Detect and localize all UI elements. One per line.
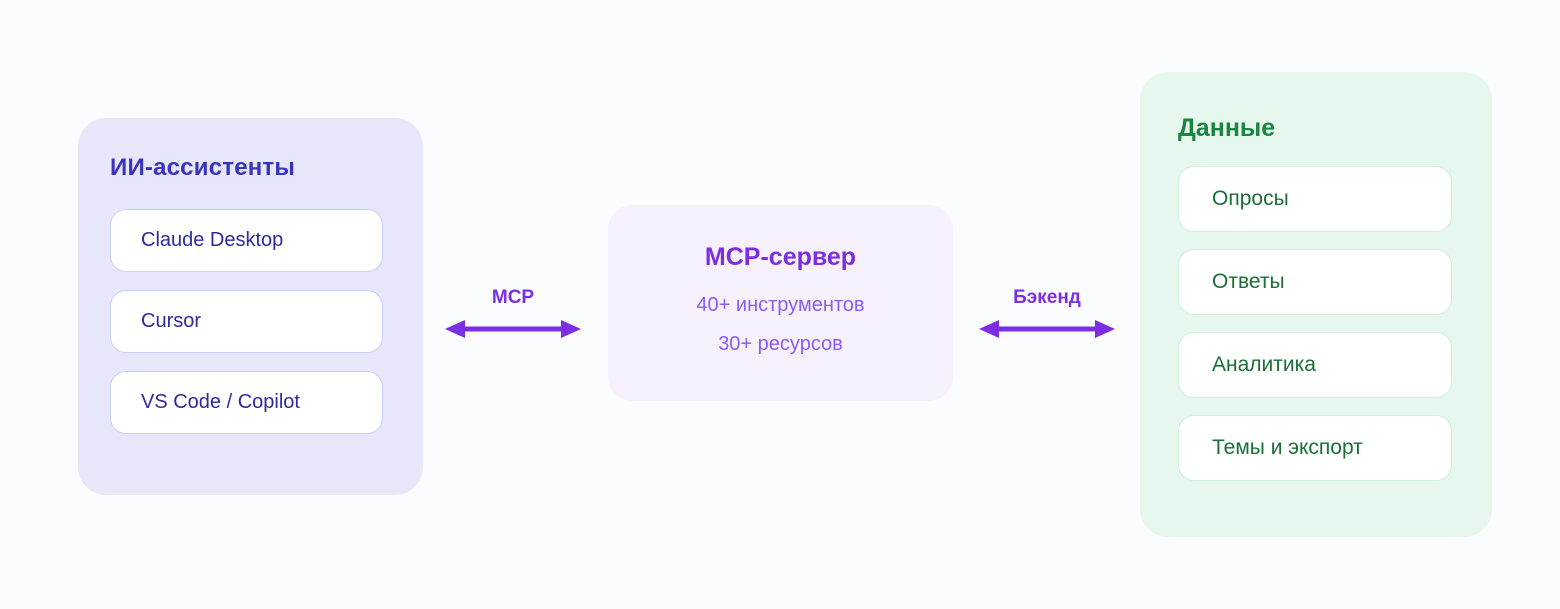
connection-mcp: MCP: [443, 287, 583, 343]
ai-assistants-panel: ИИ-ассистенты Claude Desktop Cursor VS C…: [78, 118, 423, 495]
mcp-server-panel: MCP-сервер 40+ инструментов 30+ ресурсов: [608, 205, 953, 401]
node-cursor: Cursor: [110, 290, 383, 353]
mcp-server-panel-title: MCP-сервер: [704, 243, 857, 271]
node-analytics: Аналитика: [1178, 332, 1452, 398]
double-arrow-icon: [979, 320, 1115, 338]
connection-mcp-label: MCP: [491, 287, 535, 308]
node-themes-export: Темы и экспорт: [1178, 415, 1452, 481]
node-surveys: Опросы: [1178, 166, 1452, 232]
double-arrow-icon: [445, 320, 581, 338]
connection-backend-label: Бэкенд: [1013, 287, 1081, 308]
node-label: Cursor: [141, 310, 202, 332]
node-label: Ответы: [1212, 270, 1285, 293]
mcp-server-tools-count: 40+ инструментов: [696, 294, 865, 316]
node-label: Аналитика: [1212, 353, 1316, 376]
data-panel-title: Данные: [1178, 114, 1276, 142]
node-label: VS Code / Copilot: [141, 391, 300, 413]
node-label: Опросы: [1212, 187, 1289, 210]
node-claude-desktop: Claude Desktop: [110, 209, 383, 272]
connection-backend: Бэкенд: [977, 287, 1117, 343]
node-label: Claude Desktop: [141, 229, 284, 251]
data-list: Опросы Ответы Аналитика Темы и экспорт: [1178, 166, 1452, 498]
node-label: Темы и экспорт: [1212, 436, 1363, 459]
ai-assistants-list: Claude Desktop Cursor VS Code / Copilot: [110, 209, 383, 452]
node-responses: Ответы: [1178, 249, 1452, 315]
ai-assistants-panel-title: ИИ-ассистенты: [110, 154, 296, 181]
mcp-server-resources-count: 30+ ресурсов: [718, 333, 843, 355]
node-vscode-copilot: VS Code / Copilot: [110, 371, 383, 434]
data-panel: Данные Опросы Ответы Аналитика Темы и эк…: [1140, 72, 1492, 537]
